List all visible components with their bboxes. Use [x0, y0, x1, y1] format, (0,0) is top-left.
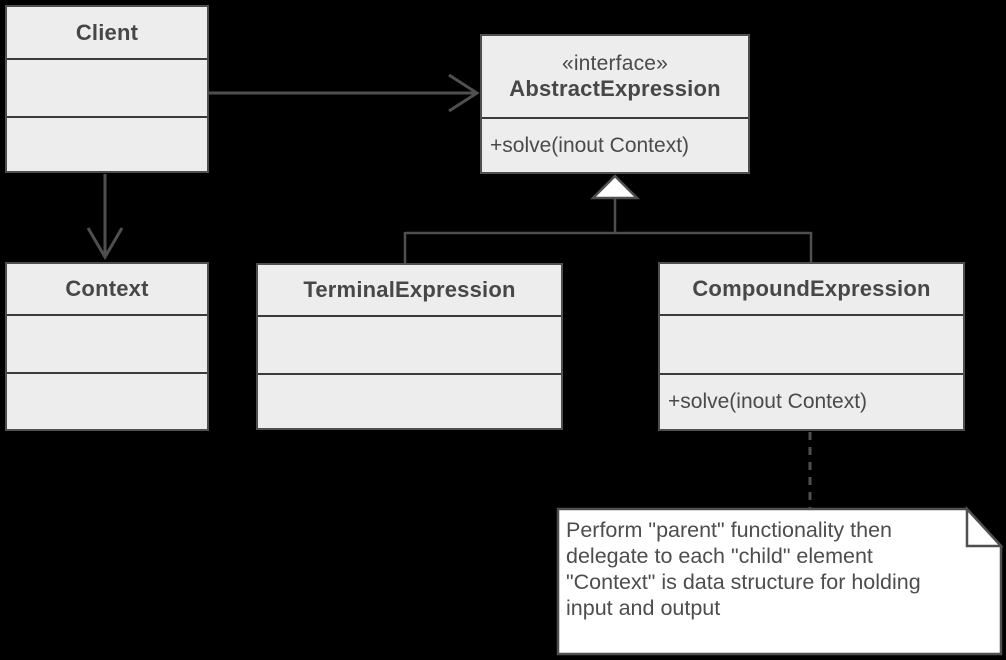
attributes-compartment: [660, 314, 963, 373]
note-line: input and output: [566, 596, 721, 620]
open-arrowhead-icon: [448, 73, 480, 113]
operations-compartment: +solve(inout Context): [482, 117, 748, 172]
attributes-compartment: [7, 58, 207, 116]
class-context[interactable]: Context: [5, 262, 209, 431]
class-client[interactable]: Client: [5, 5, 209, 173]
attributes-compartment: [7, 314, 207, 372]
note-line: "Context" is data structure for holding: [566, 570, 921, 594]
open-arrowhead-icon: [86, 227, 124, 260]
generalization-connector: [403, 174, 813, 264]
class-name: Client: [75, 19, 139, 45]
note-line: delegate to each "child" element: [566, 544, 873, 568]
operation-solve: +solve(inout Context): [668, 390, 868, 413]
class-name: TerminalExpression: [303, 277, 516, 302]
note-shape[interactable]: [556, 505, 1004, 656]
note-fold-icon: [965, 505, 1004, 548]
generalization-triangle-icon: [589, 174, 641, 200]
class-terminal-expression[interactable]: TerminalExpression: [256, 263, 563, 430]
operations-compartment: +solve(inout Context): [660, 373, 963, 429]
class-name: CompoundExpression: [692, 276, 931, 301]
association-client-to-abstract-expression: [209, 73, 480, 113]
note-text: Perform "parent" functionality then dele…: [566, 517, 990, 621]
class-abstract-expression[interactable]: «interface» AbstractExpression +solve(in…: [480, 34, 750, 174]
attributes-compartment: [258, 315, 561, 373]
operations-compartment: [7, 116, 207, 171]
class-name: AbstractExpression: [509, 75, 721, 101]
operations-compartment: [258, 373, 561, 428]
operation-solve: +solve(inout Context): [490, 133, 690, 157]
class-compound-expression[interactable]: CompoundExpression +solve(inout Context): [658, 262, 965, 431]
note-line: Perform "parent" functionality then: [566, 518, 892, 542]
association-client-to-context: [86, 174, 124, 260]
class-header: «interface» AbstractExpression: [482, 36, 748, 117]
operations-compartment: [7, 372, 207, 429]
stereotype-label: «interface»: [561, 51, 669, 75]
class-name: Context: [65, 276, 149, 301]
